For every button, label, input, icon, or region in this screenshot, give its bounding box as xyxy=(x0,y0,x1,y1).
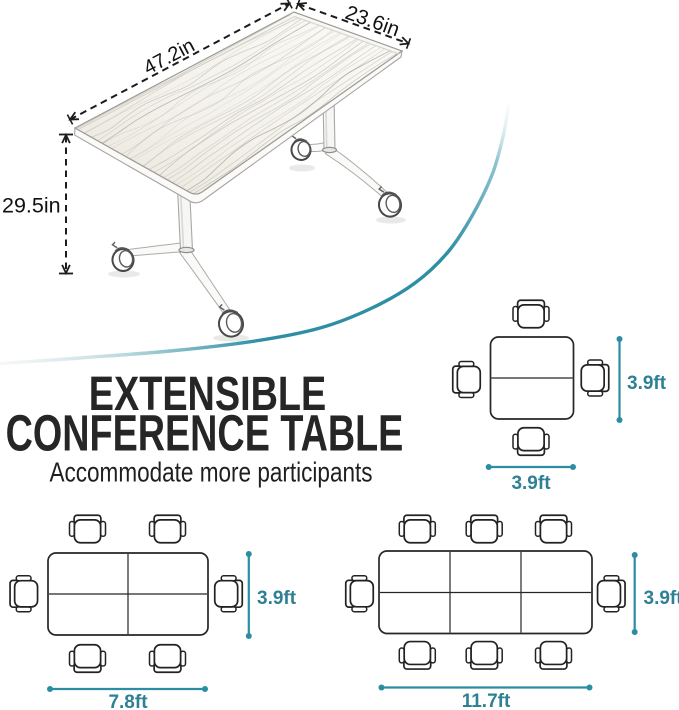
svg-text:3.9ft: 3.9ft xyxy=(644,588,679,609)
svg-text:3.9ft: 3.9ft xyxy=(257,588,297,609)
svg-text:11.7ft: 11.7ft xyxy=(462,691,511,710)
svg-text:EXTENSIBLE: EXTENSIBLE xyxy=(89,368,326,422)
svg-text:29.5in: 29.5in xyxy=(2,194,61,218)
svg-text:Accommodate more participants: Accommodate more participants xyxy=(49,457,372,488)
svg-text:7.8ft: 7.8ft xyxy=(108,692,148,710)
svg-text:3.9ft: 3.9ft xyxy=(511,473,551,494)
svg-text:3.9ft: 3.9ft xyxy=(627,373,667,394)
svg-text:CONFERENCE TABLE: CONFERENCE TABLE xyxy=(6,404,404,462)
